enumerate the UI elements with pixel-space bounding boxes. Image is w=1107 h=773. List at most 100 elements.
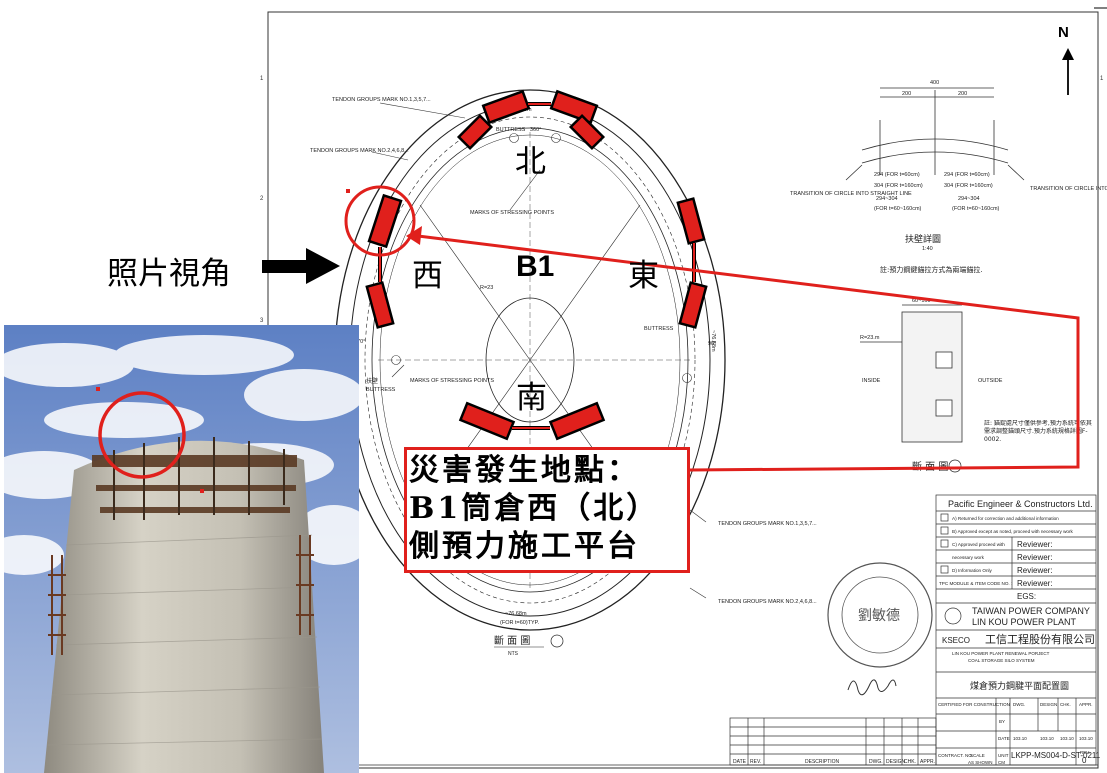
tb-appr: APPR. bbox=[1079, 702, 1093, 707]
rev-header-description: DESCRIPTION bbox=[805, 759, 840, 765]
radius-label: R=23 bbox=[480, 285, 493, 291]
dim-right: ~76.68m bbox=[710, 330, 716, 352]
direction-west: 西 bbox=[412, 258, 443, 294]
tb-row-code: TPC MODULE & ITEM CODE NO. : bbox=[939, 581, 1012, 586]
view-arrow-icon bbox=[262, 248, 340, 284]
drawing-title: 煤倉預力鋼腱平面配置圖 bbox=[970, 680, 1069, 692]
project-line-2: COAL STORAGE SILO SYSTEM bbox=[968, 658, 1035, 663]
north-arrow-icon bbox=[1062, 48, 1074, 95]
tb-date: DATE bbox=[998, 736, 1010, 741]
site-photo bbox=[4, 325, 359, 773]
reviewer-4: Reviewer: bbox=[1017, 579, 1053, 588]
client-name-1: TAIWAN POWER COMPANY bbox=[972, 606, 1090, 616]
tb-contract-no: CONTRACT. NO. bbox=[938, 753, 973, 758]
tb-row-c2: necessary work bbox=[952, 555, 985, 560]
north-label: N bbox=[1058, 24, 1069, 41]
tb-chk: CHK. bbox=[1060, 702, 1071, 707]
view-direction-label: 照片視角 bbox=[107, 256, 231, 292]
reviewer-1: Reviewer: bbox=[1017, 540, 1053, 549]
title-block bbox=[729, 494, 1097, 766]
incident-line-2: B1筒倉西（北） bbox=[409, 491, 660, 526]
dim-bottom: ~76.68m bbox=[505, 611, 527, 617]
marks-stressing-label-left: MARKS OF STRESSING POINTS bbox=[410, 378, 494, 384]
buttress-detail bbox=[845, 87, 1025, 181]
dim-304-b: 304 (FOR t=160cm) bbox=[944, 183, 993, 189]
callout-connector bbox=[409, 233, 1080, 472]
reviewer-2: Reviewer: bbox=[1017, 553, 1053, 562]
svg-text:2: 2 bbox=[260, 196, 264, 202]
tb-as-shown: AS SHOWN bbox=[968, 760, 993, 765]
dim-294-a: 294 (FOR t=60cm) bbox=[874, 172, 920, 178]
svg-text:3: 3 bbox=[260, 318, 264, 324]
svg-text:1: 1 bbox=[1100, 76, 1104, 82]
buttress-label-right: BUTTRESS bbox=[644, 326, 674, 332]
marks-stressing-label-top: MARKS OF STRESSING POINTS bbox=[470, 210, 554, 216]
tb-unit: UNIT bbox=[998, 753, 1009, 758]
tb-row-a: A) Returned for correction and additiona… bbox=[952, 516, 1059, 521]
rev-header-dwg: DWG. bbox=[869, 759, 883, 765]
direction-south: 南 bbox=[516, 380, 547, 416]
detail-note: 註:預力鋼鍵錨拉方式為兩端錨拉. bbox=[880, 265, 983, 274]
section-title-left: 斷 面 圖 bbox=[494, 634, 530, 647]
buttress-markers bbox=[365, 89, 708, 441]
ksec-logo: KSECO bbox=[942, 636, 970, 645]
dim-294-b: 294 (FOR t=60cm) bbox=[944, 172, 990, 178]
project-line-1: LIN KOU POWER PLANT RENEWAL PORJECT bbox=[952, 651, 1050, 656]
egs-label: EGS: bbox=[1017, 592, 1036, 601]
rev-header-appr: APPR. bbox=[920, 759, 935, 765]
incident-line-1: 災害發生地點： bbox=[409, 453, 640, 488]
dim-400: 400 bbox=[930, 80, 939, 86]
incident-label-box: 災害發生地點： B1筒倉西（北） 側預力施工平台 bbox=[404, 447, 690, 573]
tb-rev: REV. bbox=[1080, 750, 1090, 755]
direction-east: 東 bbox=[628, 258, 659, 294]
dim-200-b: 200 bbox=[958, 91, 967, 97]
dim-304-a: 304 (FOR t=160cm) bbox=[874, 183, 923, 189]
tb-row-d: D) Information Only bbox=[952, 568, 993, 573]
tb-by: BY bbox=[999, 719, 1005, 724]
tendon-mark-2468-label-2: TENDON GROUPS MARK NO.2,4,6,8... bbox=[718, 599, 817, 605]
dim-200-a: 200 bbox=[902, 91, 911, 97]
silo-label: B1 bbox=[516, 250, 555, 283]
tb-cm: CM bbox=[998, 760, 1005, 765]
dim-bottom-note: (FOR t=60)TYP. bbox=[500, 620, 540, 626]
dim-range-note-a: (FOR t=60~160cm) bbox=[874, 206, 922, 212]
client-name-2: LIN KOU POWER PLANT bbox=[972, 617, 1077, 627]
buttress-zh-label: 扶壁 bbox=[366, 377, 378, 385]
tb-design: DESIGN bbox=[1040, 702, 1057, 707]
angle-360: 360° bbox=[530, 127, 541, 133]
buttress-label-top: BUTTRESS bbox=[496, 127, 526, 133]
direction-north: 北 bbox=[515, 144, 546, 180]
drawing-number: LKPP-MS004-D-ST-0211 bbox=[1011, 751, 1101, 760]
section-note: 註: 錨錠處尺寸僅供參考,預力系統可依其需求調整錨頭尺寸.預力系統規格詳圖F-0… bbox=[984, 420, 1092, 443]
incident-line-3: 側預力施工平台 bbox=[409, 529, 640, 564]
rev-header-chk: CHK. bbox=[904, 759, 916, 765]
section-detail bbox=[860, 304, 963, 443]
certified-label: CERTIFIED FOR CONSTRUCTION bbox=[938, 702, 1010, 707]
section-radius: R=23.m bbox=[860, 335, 880, 341]
tb-date-value-1: 103.10 bbox=[1013, 736, 1027, 741]
rev-header-design: DESIGN bbox=[886, 759, 906, 765]
tb-date-value-3: 103.10 bbox=[1060, 736, 1074, 741]
tb-scale: SCALE bbox=[970, 753, 985, 758]
tb-date-value-4: 103.10 bbox=[1079, 736, 1093, 741]
tb-dwg: DWG. bbox=[1013, 702, 1025, 707]
buttress-label-left: BUTTRESS bbox=[366, 387, 396, 393]
dim-60-160: 60~160 bbox=[912, 298, 931, 304]
highlight-circle-drawing bbox=[344, 185, 416, 257]
tb-rev-value: 0 bbox=[1082, 756, 1087, 765]
tendon-mark-2468-label: TENDON GROUPS MARK NO.2,4,6,8... bbox=[310, 148, 409, 154]
nts-label-left: NTS bbox=[508, 651, 519, 657]
inside-label: INSIDE bbox=[862, 378, 881, 384]
company-stamp: 劉敏德 bbox=[827, 562, 933, 668]
svg-text:劉敏德: 劉敏德 bbox=[858, 608, 900, 624]
highlight-circle-photo bbox=[98, 391, 186, 479]
angle-90: 90° bbox=[708, 341, 716, 347]
svg-text:1: 1 bbox=[260, 76, 264, 82]
dim-range-note-b: (FOR t=60~160cm) bbox=[952, 206, 1000, 212]
transition-label-left: TRANSITION OF CIRCLE INTO STRAIGHT LINE bbox=[790, 191, 912, 197]
tb-date-value-2: 103.10 bbox=[1040, 736, 1054, 741]
contractor-name: 工信工程股份有限公司 bbox=[985, 632, 1095, 646]
transition-label-right: TRANSITION OF CIRCLE INTO STRAIGHT LINE bbox=[1030, 186, 1107, 192]
tb-row-b: B) Approved except as noted, proceed wit… bbox=[952, 529, 1073, 534]
